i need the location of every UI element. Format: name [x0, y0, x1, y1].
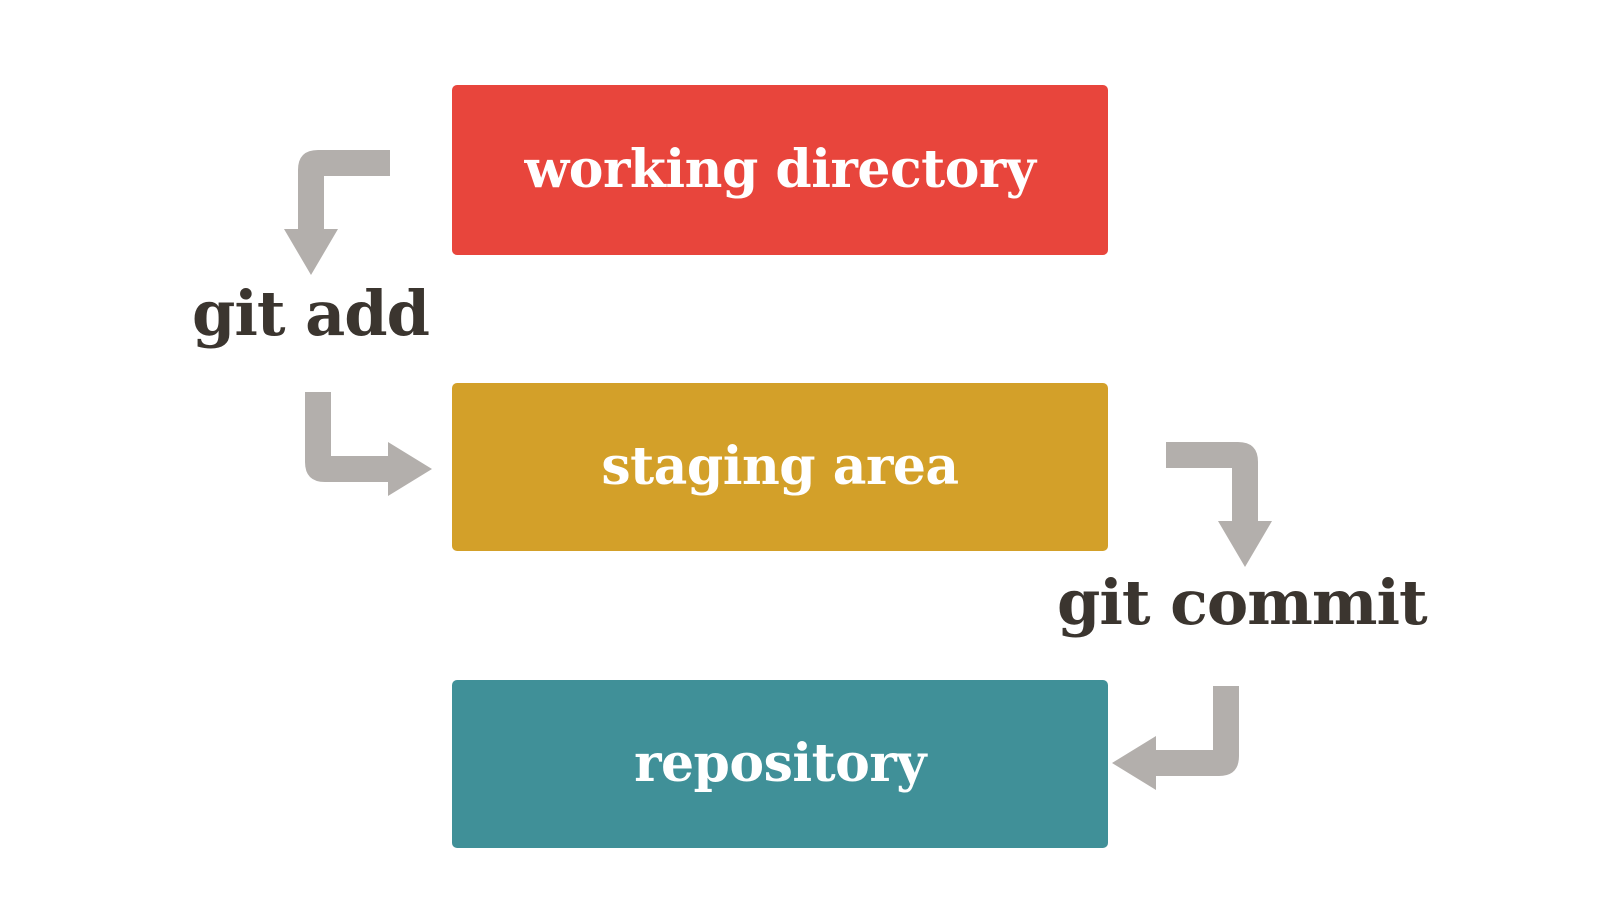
command-label-git-commit: git commit	[1057, 566, 1428, 639]
stage-label-repository: repository	[634, 733, 926, 794]
stage-box-working-directory[interactable]: working directory	[452, 85, 1108, 255]
stage-box-staging-area[interactable]: staging area	[452, 383, 1108, 551]
stage-label-staging-area: staging area	[601, 436, 959, 497]
stage-box-repository[interactable]: repository	[452, 680, 1108, 848]
command-label-git-add: git add	[192, 277, 430, 350]
arrow-git-add-to-staging-area-icon	[305, 392, 432, 496]
arrow-staging-area-to-git-commit-icon	[1166, 442, 1272, 567]
arrow-working-directory-to-git-add-icon	[284, 150, 390, 275]
stage-label-working-directory: working directory	[524, 139, 1036, 200]
arrow-git-commit-to-repository-icon	[1112, 686, 1239, 790]
